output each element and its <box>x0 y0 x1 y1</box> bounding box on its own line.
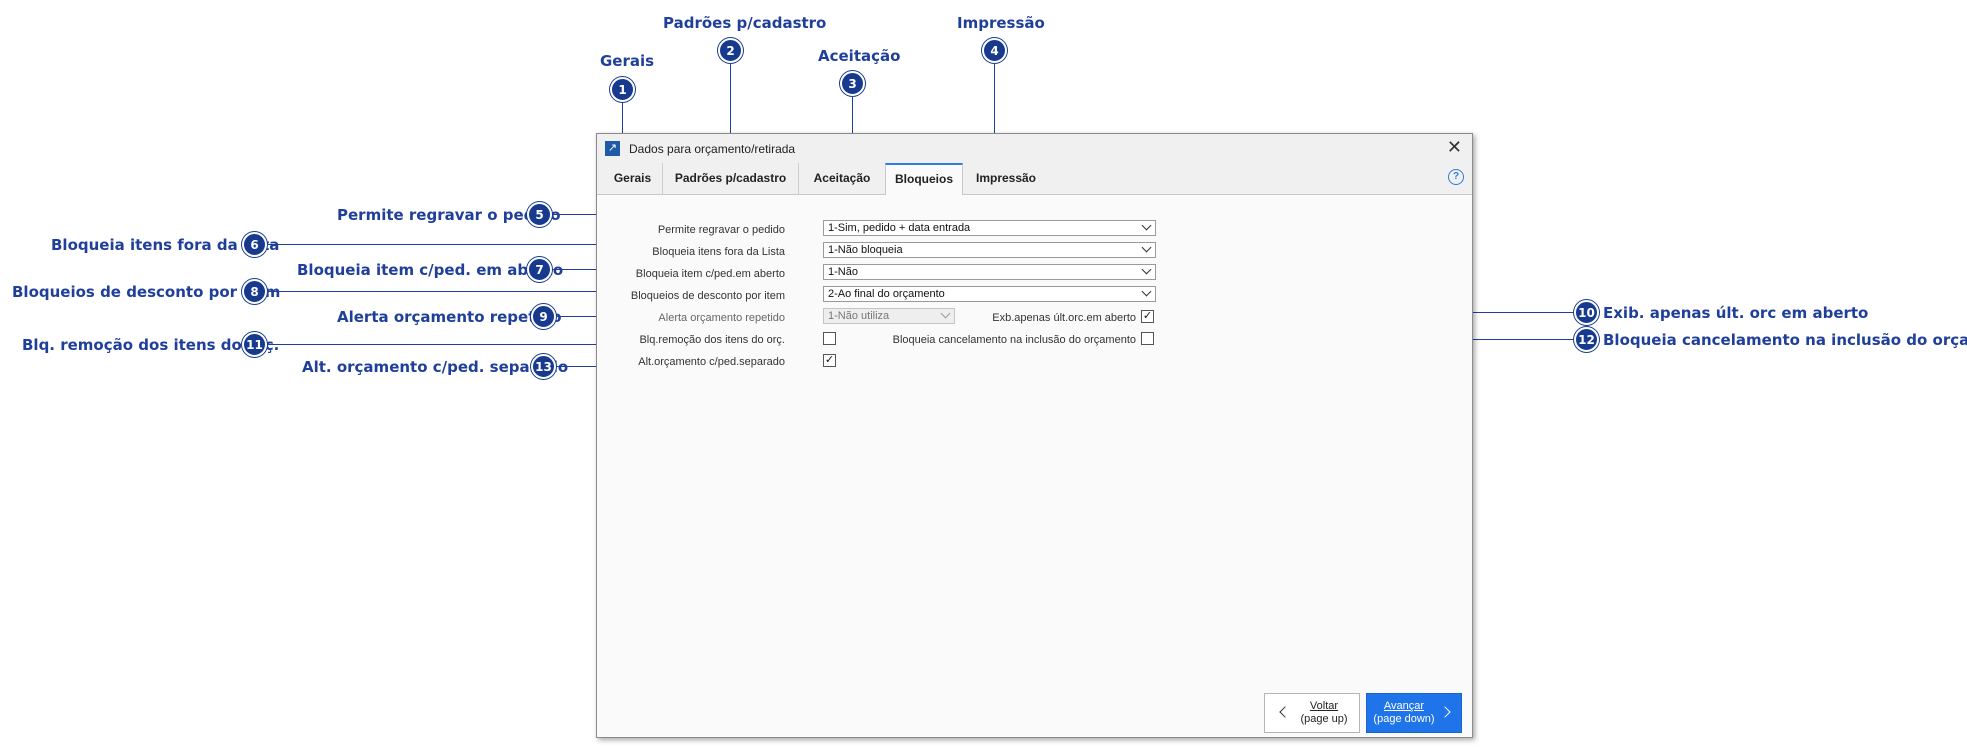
next-button-label: Avançar <box>1383 700 1425 712</box>
chevron-left-icon <box>1279 706 1291 718</box>
dialog-window: ↗ Dados para orçamento/retirada ✕ Gerais… <box>596 133 1473 738</box>
chevron-down-icon <box>1141 286 1152 297</box>
callout-5-badge: 5 <box>527 202 552 227</box>
label-bloqueia-item-ped: Bloqueia item c/ped.em aberto <box>635 268 785 280</box>
callout-1-line <box>622 102 623 159</box>
callout-12-badge: 12 <box>1574 327 1599 352</box>
app-shortcut-icon: ↗ <box>605 141 620 156</box>
callout-11-badge: 11 <box>242 332 267 357</box>
callout-1-badge: 1 <box>610 77 635 102</box>
callout-3-badge: 3 <box>840 71 865 96</box>
label-blq-remocao: Blq.remoção dos itens do orç. <box>639 334 785 346</box>
label-alt-orcamento: Alt.orçamento c/ped.separado <box>638 356 785 368</box>
checkbox-alt-orcamento[interactable]: ✓ <box>823 354 836 367</box>
next-button[interactable]: Avançar (page down) <box>1366 693 1462 733</box>
callout-9-badge: 9 <box>531 304 556 329</box>
callout-7-badge: 7 <box>527 257 552 282</box>
select-permite-regravar[interactable]: 1-Sim, pedido + data entrada <box>823 220 1156 236</box>
close-icon[interactable]: ✕ <box>1446 137 1462 157</box>
label-bloqueia-cancelamento: Bloqueia cancelamento na inclusão do orç… <box>892 334 1136 346</box>
title-bar: ↗ Dados para orçamento/retirada ✕ <box>597 134 1472 163</box>
select-bloqueia-item-ped-value: 1-Não <box>828 266 858 278</box>
callout-2-badge: 2 <box>718 38 743 63</box>
label-permite-regravar: Permite regravar o pedido <box>657 224 785 236</box>
callout-6-badge: 6 <box>242 232 267 257</box>
select-bloqueia-item-ped[interactable]: 1-Não <box>823 264 1156 280</box>
checkbox-exib-apenas[interactable]: ✓ <box>1141 310 1154 323</box>
checkbox-blq-remocao[interactable] <box>823 332 836 345</box>
tab-bloqueios[interactable]: Bloqueios <box>885 163 963 195</box>
select-alerta-orcamento-value: 1-Não utiliza <box>828 310 890 322</box>
callout-13-badge: 13 <box>531 354 556 379</box>
dialog-title: Dados para orçamento/retirada <box>629 142 796 156</box>
tab-gerais[interactable]: Gerais <box>603 163 663 194</box>
tab-aceitacao[interactable]: Aceitação <box>813 171 871 185</box>
callout-8-line <box>267 291 659 292</box>
tab-impressao[interactable]: Impressão <box>975 171 1037 185</box>
callout-2-line <box>730 63 731 163</box>
chevron-down-icon <box>1141 264 1152 275</box>
callout-11-title: Blq. remoção dos itens do orç. <box>22 336 280 354</box>
callout-13-title: Alt. orçamento c/ped. separado <box>302 358 569 376</box>
select-bloqueia-itens-lista[interactable]: 1-Não bloqueia <box>823 242 1156 258</box>
chevron-down-icon <box>940 308 951 319</box>
tab-bar: Gerais Padrões p/cadastro Aceitação Bloq… <box>597 163 1472 195</box>
tab-padroes-cadastro[interactable]: Padrões p/cadastro <box>663 163 799 194</box>
callout-6-title: Bloqueia itens fora da lista <box>51 236 280 254</box>
select-bloqueia-itens-lista-value: 1-Não bloqueia <box>828 244 903 256</box>
callout-4-title: Impressão <box>957 14 1045 32</box>
select-permite-regravar-value: 1-Sim, pedido + data entrada <box>828 222 971 234</box>
checkbox-bloqueia-cancelamento[interactable] <box>1141 332 1154 345</box>
callout-12-title: Bloqueia cancelamento na inclusão do orç… <box>1603 331 1967 349</box>
chevron-down-icon <box>1141 220 1152 231</box>
callout-3-title: Aceitação <box>818 47 901 65</box>
chevron-down-icon <box>1141 242 1152 253</box>
callout-8-title: Bloqueios de desconto por item <box>12 283 281 301</box>
next-button-shortcut: (page down) <box>1373 713 1435 725</box>
select-bloqueios-desconto-value: 2-Ao final do orçamento <box>828 288 945 300</box>
callout-4-badge: 4 <box>982 38 1007 63</box>
callout-10-badge: 10 <box>1574 300 1599 325</box>
callout-5-title: Permite regravar o pedido <box>337 206 561 224</box>
label-exib-apenas: Exb.apenas últ.orc.em aberto <box>992 312 1136 324</box>
callout-7-title: Bloqueia item c/ped. em aberto <box>297 261 564 279</box>
chevron-right-icon <box>1439 706 1451 718</box>
callout-10-title: Exib. apenas últ. orc em aberto <box>1603 304 1869 322</box>
select-alerta-orcamento[interactable]: 1-Não utiliza <box>823 308 955 324</box>
back-button-shortcut: (page up) <box>1300 713 1348 725</box>
label-alerta-orcamento: Alerta orçamento repetido <box>658 312 785 324</box>
callout-11-line <box>267 344 673 345</box>
callout-6-line <box>267 244 675 245</box>
label-bloqueios-desconto: Bloqueios de desconto por item <box>630 290 785 302</box>
callout-3-line <box>852 96 853 159</box>
callout-4-line <box>994 63 995 163</box>
back-button-label: Voltar <box>1309 700 1339 712</box>
label-bloqueia-itens-lista: Bloqueia itens fora da Lista <box>652 246 785 258</box>
callout-2-title: Padrões p/cadastro <box>663 14 827 32</box>
help-icon[interactable]: ? <box>1448 169 1464 185</box>
callout-1-title: Gerais <box>600 52 655 70</box>
back-button[interactable]: Voltar (page up) <box>1264 693 1360 733</box>
select-bloqueios-desconto[interactable]: 2-Ao final do orçamento <box>823 286 1156 302</box>
callout-8-badge: 8 <box>242 279 267 304</box>
callout-9-title: Alerta orçamento repetido <box>337 308 562 326</box>
